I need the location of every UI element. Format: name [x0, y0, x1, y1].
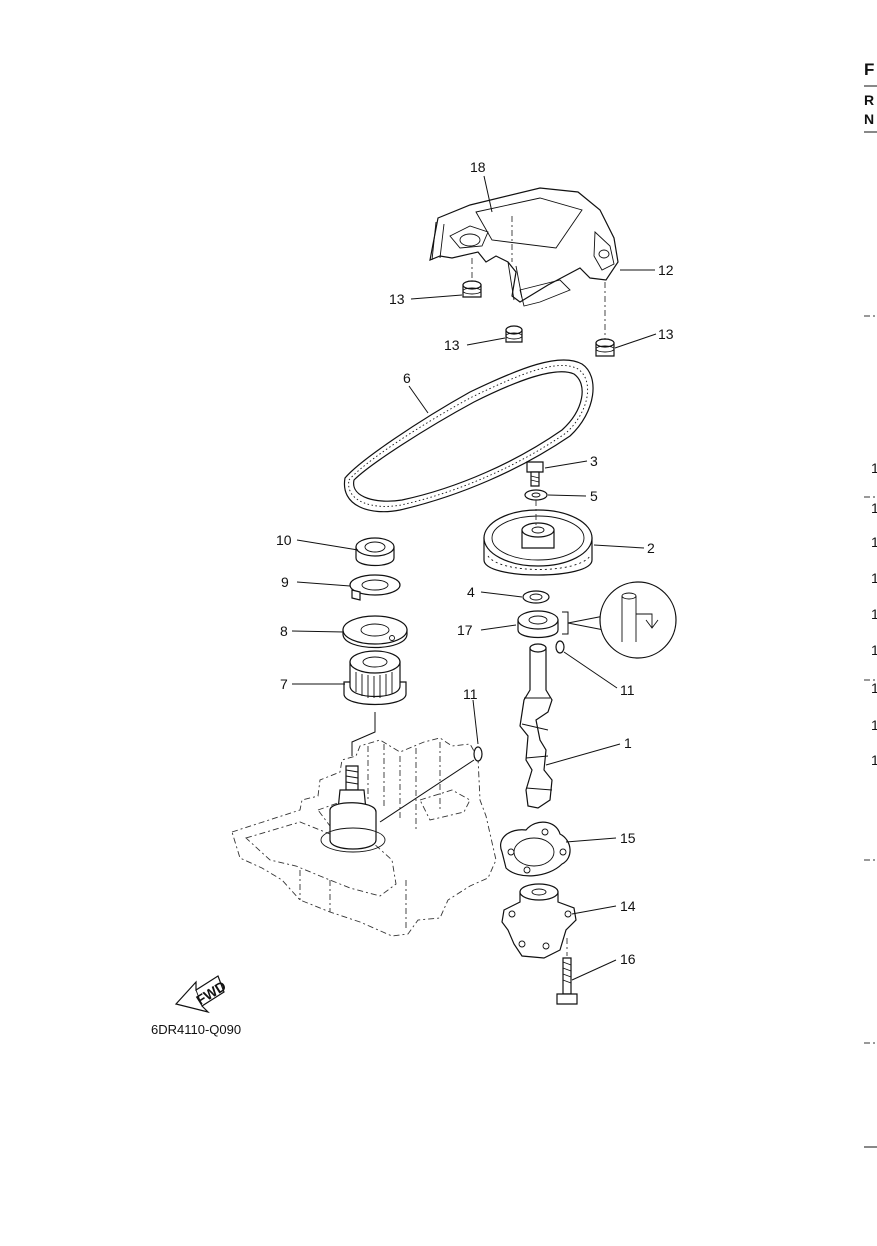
- edge-number: 1: [871, 460, 877, 476]
- detail-pin-inset: [599, 581, 677, 659]
- engine-block-outline: [231, 737, 497, 937]
- edge-row-n: N: [864, 111, 874, 127]
- camshaft: [519, 640, 565, 809]
- grommet-right: [595, 282, 615, 357]
- oil-pump: [501, 883, 577, 959]
- callout-10: 10: [276, 532, 292, 548]
- callout-5: 5: [590, 488, 598, 504]
- edge-header-letter: F: [864, 60, 874, 79]
- edge-number: 1: [871, 534, 877, 550]
- grommet-center: [505, 325, 523, 343]
- edge-number: 1: [871, 500, 877, 516]
- callout-11-left: 11: [463, 686, 478, 702]
- callout-16: 16: [620, 951, 636, 967]
- crankshaft-nose: [320, 765, 386, 853]
- crank-lock-washer: [349, 574, 401, 601]
- edge-number: 1: [871, 642, 877, 658]
- figure-code: 6DR4110-Q090: [151, 1022, 241, 1037]
- callout-leaders: [291, 175, 657, 981]
- grommet-left: [462, 258, 482, 298]
- callout-7: 7: [280, 676, 288, 692]
- edge-number: 1: [871, 606, 877, 622]
- pulley-bolt: [526, 461, 544, 487]
- callout-18: 18: [470, 159, 486, 175]
- camshaft-pulley: [483, 500, 593, 576]
- edge-number: 1: [871, 752, 877, 768]
- timing-belt: [343, 359, 594, 513]
- pulley-washer: [524, 489, 548, 501]
- right-edge-column: F R N 1 1 1 1 1 1 1 1 1: [864, 60, 877, 1148]
- callout-13-left: 13: [389, 291, 405, 307]
- callout-6: 6: [403, 370, 411, 386]
- callout-14: 14: [620, 898, 636, 914]
- fwd-arrow-icon: FWD: [174, 975, 229, 1014]
- edge-row-r: R: [864, 92, 874, 108]
- callout-17: 17: [457, 622, 473, 638]
- bearing-washer: [522, 590, 550, 604]
- oil-pump-bolt: [556, 938, 578, 1005]
- callout-1: 1: [624, 735, 632, 751]
- callout-4: 4: [467, 584, 475, 600]
- oil-pump-gasket: [500, 821, 571, 877]
- timing-belt-cover: [429, 187, 619, 307]
- edge-number: 1: [871, 570, 877, 586]
- edge-number: 1: [871, 717, 877, 733]
- camshaft-bearing: [517, 610, 605, 639]
- callout-labels: 18 12 13 13 13 6 3 5 2 4 17 11 11 1 15 1…: [276, 159, 674, 967]
- callout-13-center: 13: [444, 337, 460, 353]
- callout-9: 9: [281, 574, 289, 590]
- edge-number: 1: [871, 680, 877, 696]
- callout-8: 8: [280, 623, 288, 639]
- crank-key: [379, 746, 483, 823]
- callout-15: 15: [620, 830, 636, 846]
- crank-nut: [355, 537, 395, 567]
- callout-12: 12: [658, 262, 674, 278]
- callout-13-right: 13: [658, 326, 674, 342]
- crankshaft-pulley: [343, 650, 407, 756]
- crank-plate: [342, 615, 408, 649]
- callout-2: 2: [647, 540, 655, 556]
- callout-3: 3: [590, 453, 598, 469]
- callout-11-right: 11: [620, 682, 635, 698]
